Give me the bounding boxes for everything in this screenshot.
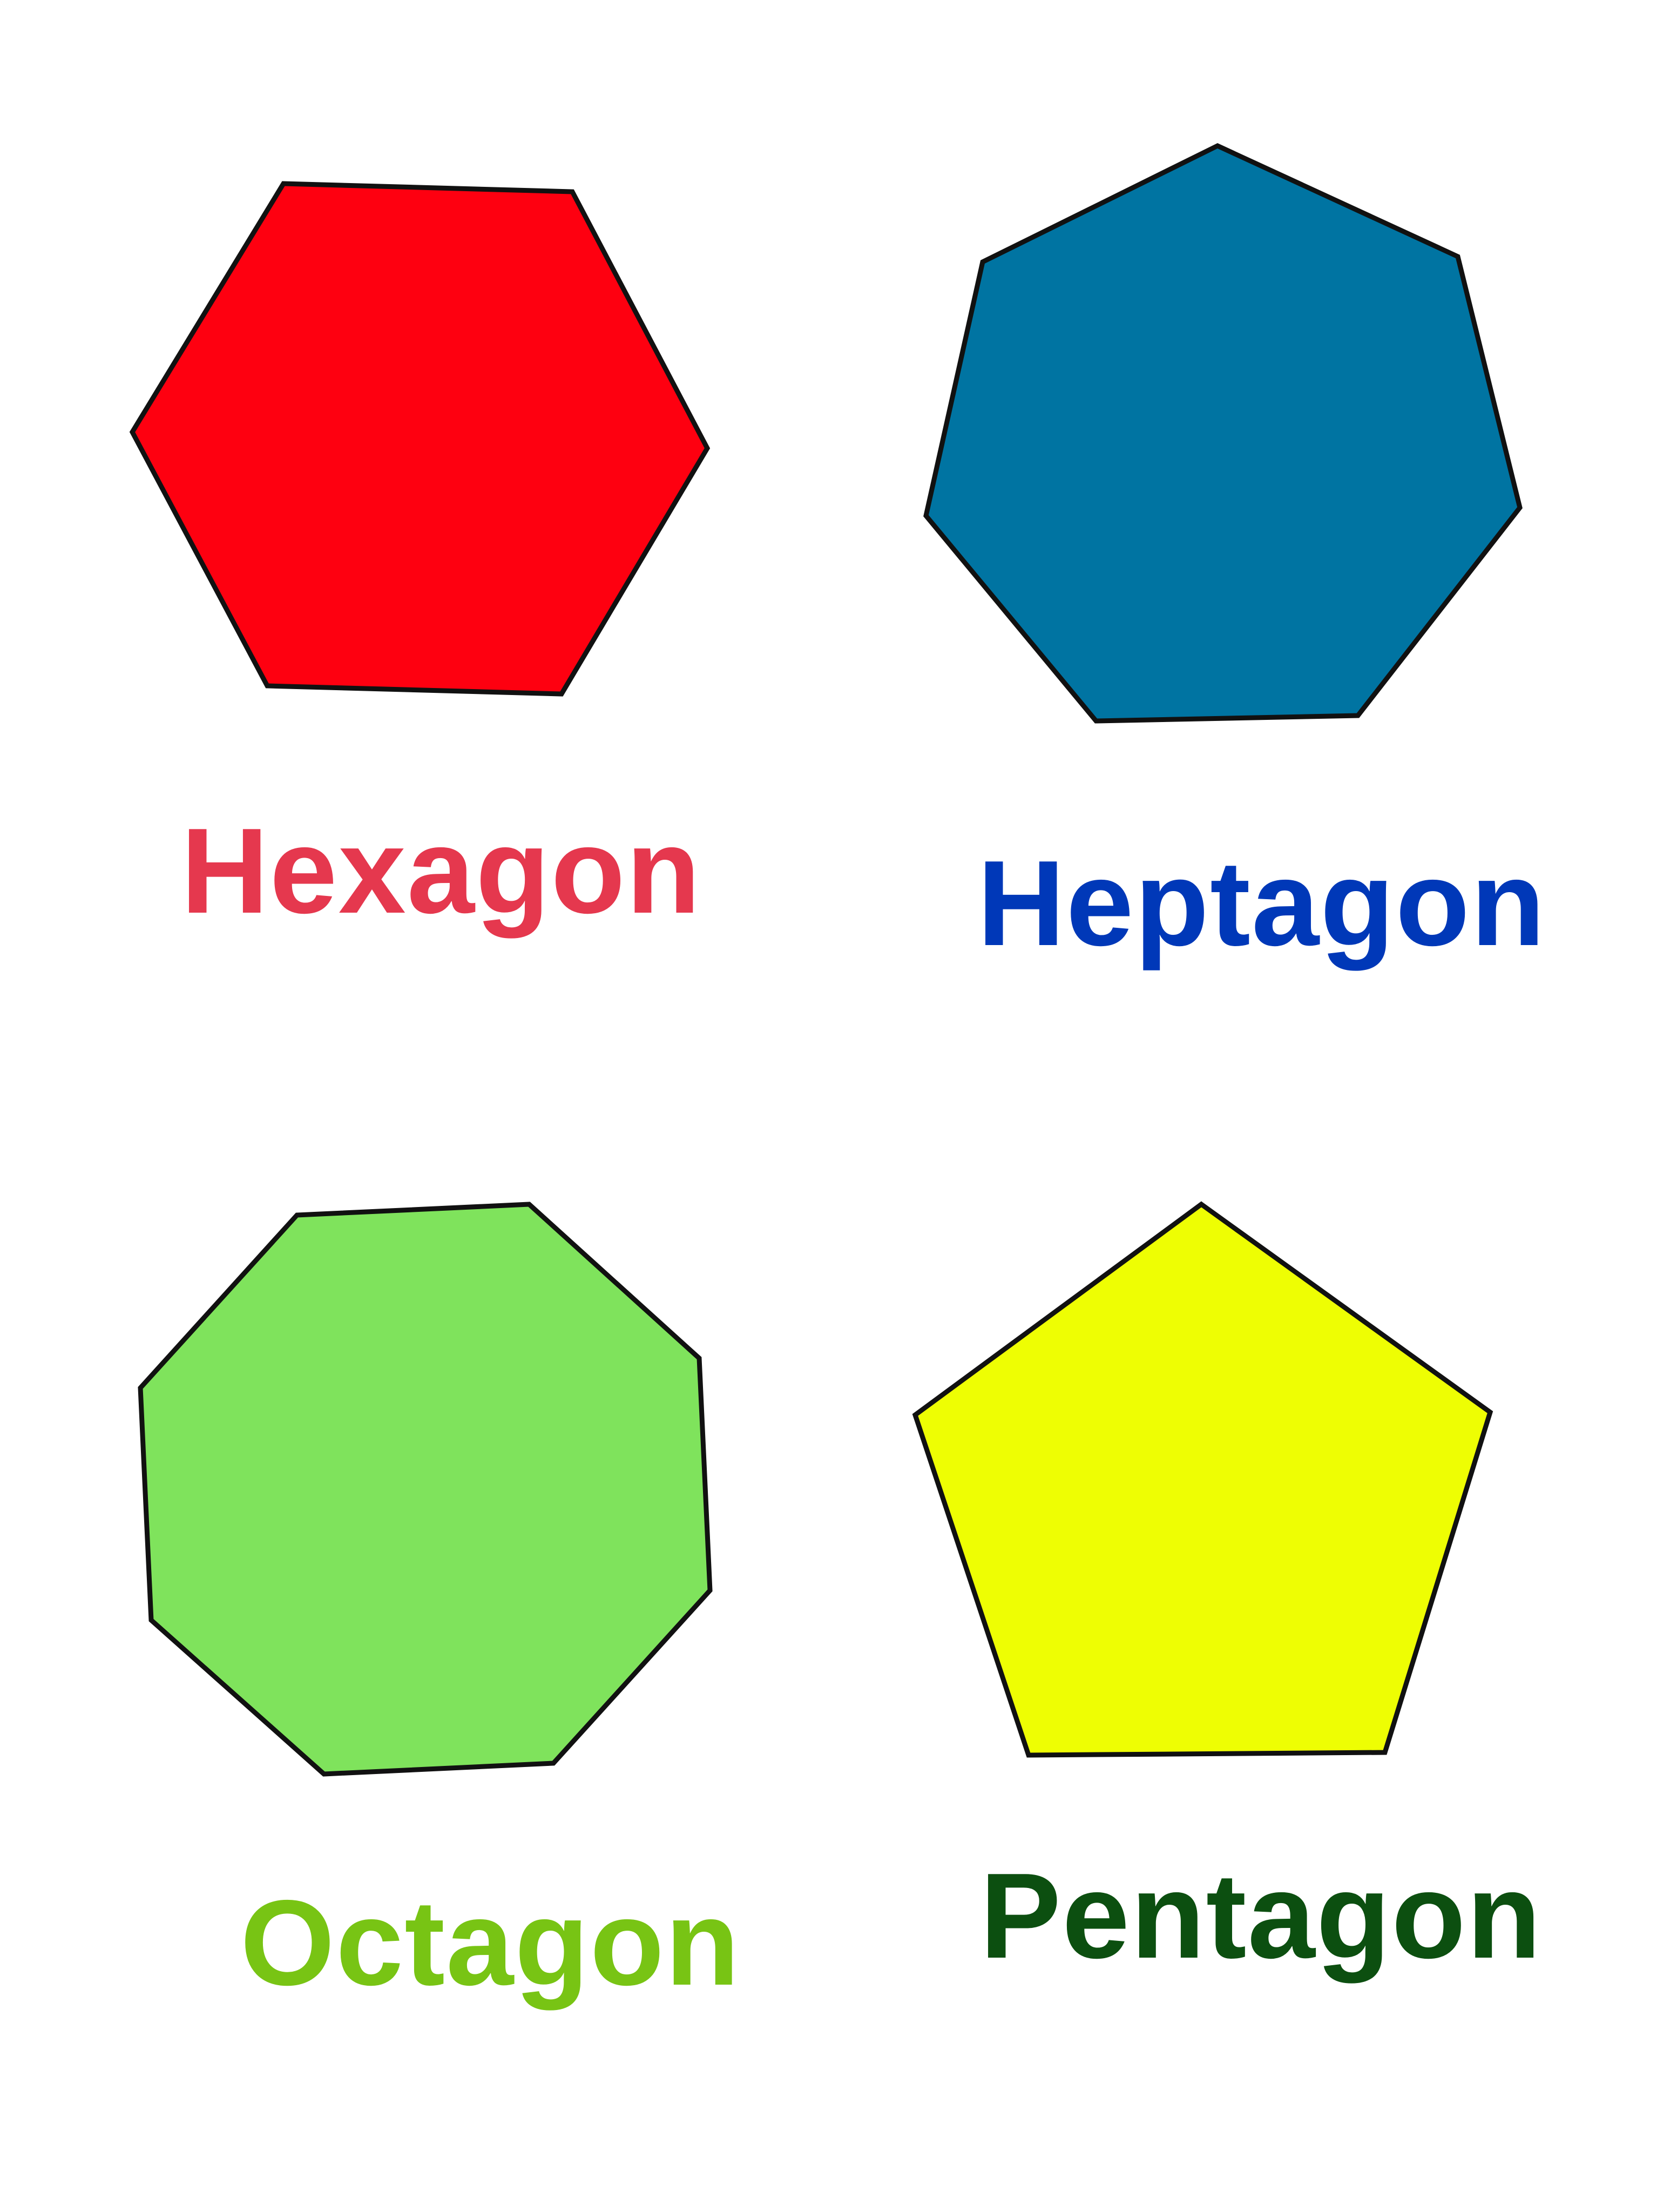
hexagon-label: Hexagon [181, 802, 702, 939]
pentagon-shape [912, 1201, 1493, 1758]
octagon-shape [138, 1202, 713, 1777]
heptagon-label: Heptagon [977, 835, 1546, 971]
hexagon-shape [129, 181, 711, 697]
heptagon-shape [923, 143, 1523, 724]
pentagon-label: Pentagon [980, 1847, 1543, 1984]
octagon-label: Octagon [240, 1874, 741, 2011]
